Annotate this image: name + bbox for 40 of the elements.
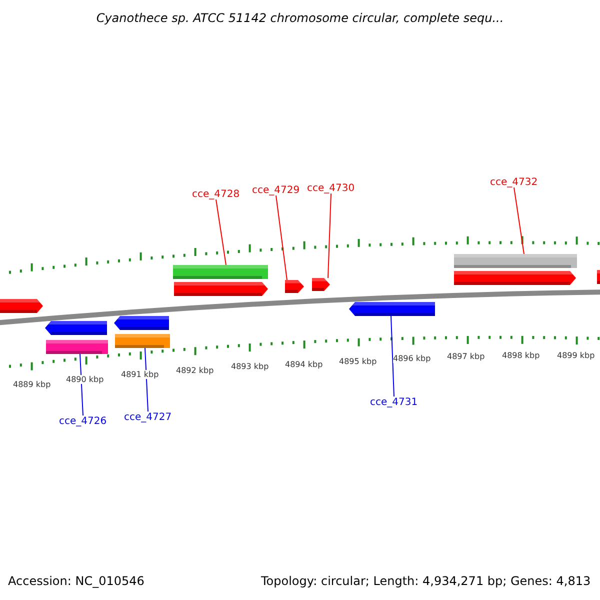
scale-label: 4896 kbp bbox=[393, 354, 431, 363]
gene-bar bbox=[349, 302, 435, 316]
gene-bar bbox=[597, 270, 600, 284]
gene-bar bbox=[0, 299, 43, 313]
gene-bar bbox=[45, 321, 107, 335]
scale-label: 4891 kbp bbox=[121, 370, 159, 379]
gene-label: cce_4729 bbox=[252, 184, 300, 196]
gene-label: cce_4728 bbox=[192, 188, 240, 200]
leader-line bbox=[80, 354, 84, 416]
scale-label: 4892 kbp bbox=[176, 366, 214, 375]
gene-label: cce_4732 bbox=[490, 176, 538, 188]
scale-label: 4898 kbp bbox=[502, 351, 540, 360]
gene-bar bbox=[46, 340, 108, 354]
gene-bar bbox=[454, 254, 577, 268]
gene-label: cce_4730 bbox=[307, 182, 355, 194]
scale-label: 4894 kbp bbox=[285, 360, 323, 369]
gene-bar bbox=[312, 278, 330, 291]
gene-label: cce_4726 bbox=[59, 416, 107, 426]
gene-bar bbox=[285, 280, 304, 293]
scale-label: 4893 kbp bbox=[231, 362, 269, 371]
scale-label: 4897 kbp bbox=[447, 352, 485, 361]
gene-bar bbox=[114, 316, 169, 330]
gene-bar bbox=[115, 334, 170, 348]
scale-label: 4895 kbp bbox=[339, 357, 377, 366]
gene-label: cce_4731 bbox=[370, 396, 418, 408]
leader-line bbox=[390, 316, 394, 397]
leader-line bbox=[144, 348, 148, 412]
leader-line bbox=[328, 193, 332, 278]
gene-bar bbox=[174, 282, 268, 296]
gene-bar bbox=[454, 271, 576, 285]
leader-line bbox=[276, 195, 288, 280]
gene-bar bbox=[173, 265, 268, 279]
scale-label: 4890 kbp bbox=[66, 375, 104, 384]
scale-label: 4889 kbp bbox=[13, 380, 51, 389]
scale-label: 4899 kbp bbox=[557, 351, 595, 360]
leader-line bbox=[514, 187, 524, 254]
gene-label: cce_4727 bbox=[124, 412, 172, 422]
title: Cyanothece sp. ATCC 51142 chromosome circular, complete sequ... bbox=[95, 11, 505, 25]
footer-text: Topology: circular; Length: 4,934,271 bp; Genes: 4,813 bbox=[261, 574, 591, 588]
footer-text: Accession: NC_010546 bbox=[8, 574, 144, 588]
